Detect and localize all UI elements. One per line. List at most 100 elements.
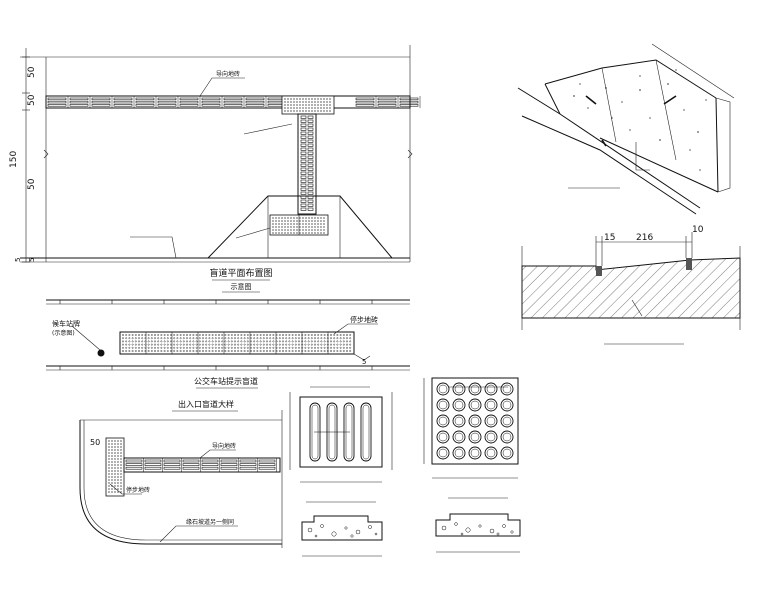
stop-dot (117, 443, 119, 445)
stop-dot (131, 334, 134, 336)
stop-dot (154, 350, 156, 352)
stop-dot (114, 443, 116, 445)
stop-dot (111, 449, 113, 451)
stop-dot (339, 340, 342, 343)
stop-dot (108, 470, 110, 472)
stop-dot (141, 340, 144, 343)
stop-dot (120, 488, 122, 490)
stop-dot (307, 343, 310, 346)
stop-dot (186, 340, 188, 343)
stop-dot (281, 226, 283, 228)
stop-dot (230, 337, 233, 340)
guide-strip-horizontal (45, 95, 411, 109)
guide-bar (69, 104, 89, 107)
stop-dot (314, 226, 316, 228)
plan-subtitle: 示意图 (231, 282, 252, 291)
stop-dot (302, 220, 304, 222)
guide-bar (300, 115, 307, 119)
stop-dot (108, 467, 110, 469)
stop-dot (160, 346, 163, 349)
stop-dot (108, 476, 110, 478)
stop-dot (320, 110, 322, 112)
guide-bar (220, 463, 238, 466)
stop-dot (278, 217, 280, 219)
iso-speckle (689, 149, 691, 151)
guide-bar (307, 143, 314, 147)
stop-dot (221, 350, 224, 352)
guide-bar (135, 100, 155, 104)
stop-dot (259, 334, 262, 336)
stop-dot (294, 334, 297, 336)
stop-dot (302, 217, 304, 219)
guide-bar (307, 115, 314, 119)
stop-dot (179, 350, 182, 352)
stop-dot (346, 346, 348, 349)
stop-dot (329, 107, 331, 109)
stop-tile-dot (452, 414, 466, 428)
stop-dot (275, 232, 277, 234)
stop-tile-dot (468, 446, 482, 460)
stop-dot (284, 101, 286, 103)
stop-dot (243, 337, 246, 340)
guide-bar (399, 97, 419, 101)
stop-dot (221, 346, 224, 349)
guide-bar (239, 459, 257, 463)
plan-dim-label: 50 (27, 94, 37, 106)
stop-dot (294, 350, 297, 352)
stop-tile-dot-inner (470, 448, 480, 458)
stop-dot (308, 107, 310, 109)
stop-dot (336, 346, 339, 349)
entrance-detail: 出入口盲道大样 50 导向地砖 停步地砖 缘石坡道另一侧同 (79, 399, 283, 548)
stop-dot (275, 226, 277, 228)
stop-dot (182, 337, 185, 340)
guide-bar (307, 119, 314, 123)
stop-dot (314, 346, 316, 349)
stop-dot (128, 337, 131, 340)
stop-tile-dot-inner (438, 384, 448, 394)
guide-bar (163, 463, 181, 466)
section-leader (631, 299, 643, 317)
stop-dot (114, 491, 116, 493)
stop-dot (307, 340, 310, 343)
stop-dot (323, 229, 325, 231)
stop-dot (330, 343, 332, 346)
stop-dot (211, 334, 214, 336)
plan-title: 盲道平面布置图 (209, 267, 272, 279)
stop-dot (138, 337, 140, 340)
section-dim-15: 15 (604, 233, 615, 243)
stop-dot (141, 346, 144, 349)
stop-dot (227, 343, 230, 346)
stop-dot (310, 337, 313, 340)
guide-bar (300, 175, 307, 179)
stop-tile-dot-inner (502, 448, 512, 458)
break-mark-left (43, 149, 49, 159)
plan-dim-label: 5 (14, 258, 22, 262)
stop-dot (323, 340, 326, 343)
stop-dot (320, 226, 322, 228)
stop-dot (290, 104, 292, 106)
guide-bar (300, 183, 307, 187)
stop-dot (179, 340, 182, 343)
stop-dot (278, 340, 281, 343)
stop-dot (336, 334, 339, 336)
stop-dot (170, 334, 172, 336)
junction-dots (284, 98, 331, 112)
stop-dot (305, 220, 307, 222)
stop-dot (302, 107, 304, 109)
stop-dot (117, 470, 119, 472)
stop-dot (317, 220, 319, 222)
aggregate (489, 528, 495, 534)
stop-dot (285, 350, 288, 352)
iso-tick (663, 95, 677, 105)
stop-dot (284, 232, 286, 234)
stop-dot (176, 334, 179, 336)
aggregate (320, 524, 324, 528)
guide-bar (355, 97, 375, 101)
stop-dot (111, 467, 113, 469)
stop-dot (111, 446, 113, 448)
stop-dot (182, 350, 185, 352)
iso-ramp-texture (573, 69, 707, 171)
leader-guide-strip (199, 77, 245, 97)
stop-dot (173, 334, 176, 336)
guide-bar (91, 97, 111, 101)
